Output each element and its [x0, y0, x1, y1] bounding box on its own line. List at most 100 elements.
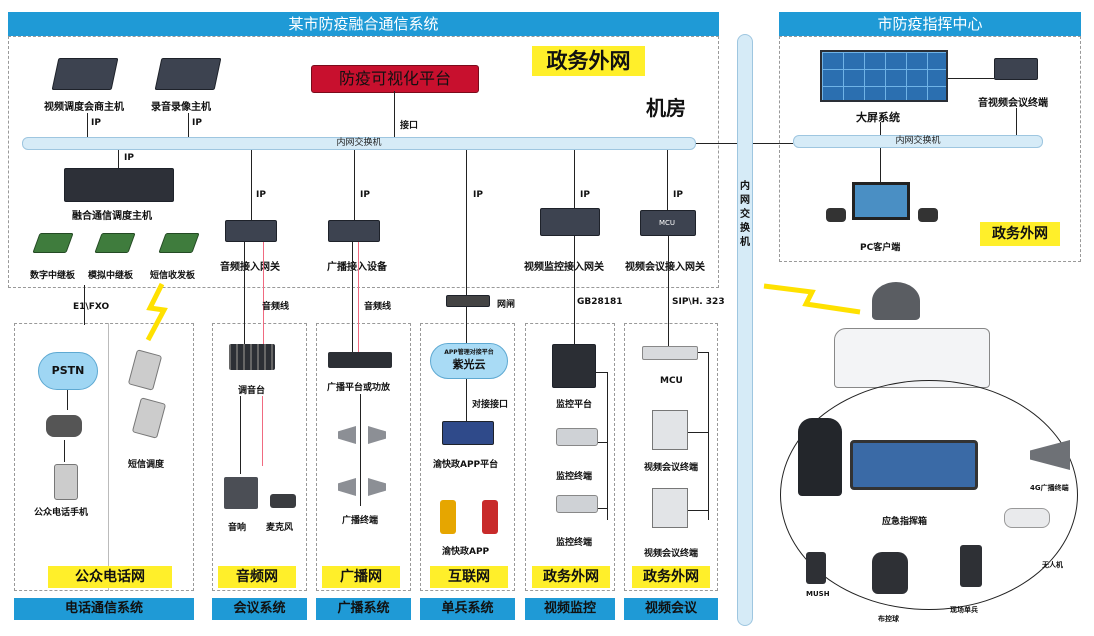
video-host-icon — [51, 58, 119, 90]
pc-client-icon — [852, 182, 910, 220]
mcu-device-icon — [642, 346, 698, 360]
machine-room-label: 机房 — [646, 96, 686, 120]
ip-label: IP — [360, 190, 370, 200]
microphone-label: 麦克风 — [266, 523, 294, 533]
main-host-icon — [64, 168, 174, 202]
e1-fxo-label: E1\FXO — [73, 302, 110, 312]
video-monitor-gateway-label: 视频监控接入网关 — [524, 262, 604, 273]
video-monitor-net-box — [525, 323, 615, 591]
system-bar: 会议系统 — [212, 598, 307, 620]
mcu-text: MCU — [659, 219, 676, 227]
vertical-switch-pipe — [737, 34, 753, 626]
vertical-switch-label: 内网交换机 — [740, 181, 750, 248]
dock-interface-label: 对接接口 — [472, 400, 509, 410]
record-host-label: 录音录像主机 — [151, 102, 211, 113]
command-switch-pipe: 内网交换机 — [793, 135, 1043, 148]
monitor-platform-icon — [552, 344, 596, 388]
wireless-signal-icon — [145, 282, 168, 342]
phone-icon — [918, 208, 938, 222]
sip-label: SIP\H. 323 — [672, 297, 725, 307]
ip-label: IP — [256, 190, 266, 200]
app-platform-label: 渝快政APP平台 — [433, 460, 499, 470]
pc-client-label: PC客户端 — [860, 243, 901, 253]
soldier-icon — [798, 418, 842, 496]
net-tag: 政务外网 — [632, 566, 710, 588]
ip-label: IP — [580, 190, 590, 200]
command-center-box — [779, 36, 1081, 262]
command-switch-label: 内网交换机 — [895, 136, 941, 146]
net-tag: 广播网 — [322, 566, 400, 588]
drone-icon — [1004, 508, 1050, 528]
microphone-icon — [270, 494, 296, 508]
gb28181-label: GB28181 — [577, 297, 623, 307]
pstn-cloud: PSTN — [38, 352, 98, 390]
broadcast-gateway-icon — [328, 220, 380, 242]
mush-label: MUSH — [806, 590, 830, 598]
emergency-box-label: 应急指挥箱 — [882, 517, 928, 527]
audio-gateway-label: 音频接入网关 — [220, 262, 280, 273]
broadcast-gateway-label: 广播接入设备 — [327, 262, 387, 273]
body-radio-icon — [960, 545, 982, 587]
drone-label: 无人机 — [1042, 561, 1063, 569]
video-conf-net-box — [624, 323, 718, 591]
mush-icon — [806, 552, 826, 584]
phone-icon — [826, 208, 846, 222]
analog-board-icon — [94, 233, 136, 253]
amplifier-label: 广播平台或功放 — [327, 383, 391, 393]
satellite-dish-icon — [872, 282, 920, 320]
audio-gateway-icon — [225, 220, 277, 242]
field-network-ring — [780, 380, 1078, 610]
mcu-label: MCU — [660, 376, 683, 386]
audio-net-box — [212, 323, 307, 591]
conf-terminal-icon — [652, 410, 688, 450]
net-tag: 互联网 — [430, 566, 508, 588]
dome-camera-icon — [872, 552, 908, 594]
broadcast-net-box — [316, 323, 411, 591]
audio-line-label: 音频线 — [364, 302, 392, 312]
net-tag: 音频网 — [218, 566, 296, 588]
command-vehicle-icon — [834, 328, 990, 388]
video-conf-gateway-label: 视频会议接入网关 — [625, 262, 705, 273]
net-tag: 政务外网 — [532, 566, 610, 588]
broadcast-terminal-label: 广播终端 — [342, 516, 379, 526]
system-bar: 单兵系统 — [420, 598, 515, 620]
ip-label: IP — [673, 190, 683, 200]
analog-board-label: 模拟中继板 — [88, 271, 134, 281]
horn-speaker-icon — [368, 426, 386, 444]
command-box-icon — [850, 440, 978, 490]
ip-label: IP — [91, 118, 101, 128]
sms-dispatch-label: 短信调度 — [128, 460, 165, 470]
main-title-bar: 某市防疫融合通信系统 — [8, 12, 719, 36]
cloud-small-label: APP管理对接平台 — [444, 349, 494, 356]
ip-label: IP — [473, 190, 483, 200]
gateway-label: 网闸 — [497, 300, 516, 310]
control-ball-label: 布控球 — [878, 615, 899, 623]
visual-platform-button[interactable]: 防疫可视化平台 — [311, 65, 479, 93]
net-tag: 公众电话网 — [48, 566, 172, 588]
video-host-label: 视频调度会商主机 — [44, 102, 124, 113]
video-monitor-gateway-icon — [540, 208, 600, 236]
internet-zone-label: 政务外网 — [532, 46, 645, 76]
field-soldier-label: 现场单兵 — [950, 606, 978, 614]
app-label: 渝快政APP — [442, 547, 490, 557]
cloud-icon: APP管理对接平台 紫光云 — [430, 343, 508, 379]
main-host-label: 融合通信调度主机 — [72, 211, 152, 222]
speaker-icon — [224, 477, 258, 509]
horn-speaker-icon — [368, 478, 386, 496]
digital-board-icon — [32, 233, 74, 253]
big-screen-label: 大屏系统 — [856, 111, 900, 124]
intranet-switch-label: 内网交换机 — [336, 138, 382, 148]
system-bar: 视频监控 — [525, 598, 615, 620]
wireless-signal-icon — [763, 283, 861, 315]
speaker-label: 音响 — [228, 523, 247, 533]
video-conf-gateway-icon: MCU — [640, 210, 696, 236]
horn-speaker-icon — [338, 478, 356, 496]
gateway-firewall-icon — [446, 295, 490, 307]
pstn-label: PSTN — [51, 364, 85, 377]
conf-terminal-icon — [652, 488, 688, 528]
sms-board-icon — [158, 233, 200, 253]
public-phone-label: 公众电话手机 — [34, 508, 89, 518]
monitor-platform-label: 监控平台 — [556, 400, 593, 410]
audio-line-label: 音频线 — [262, 302, 290, 312]
big-screen-icon — [820, 50, 948, 102]
